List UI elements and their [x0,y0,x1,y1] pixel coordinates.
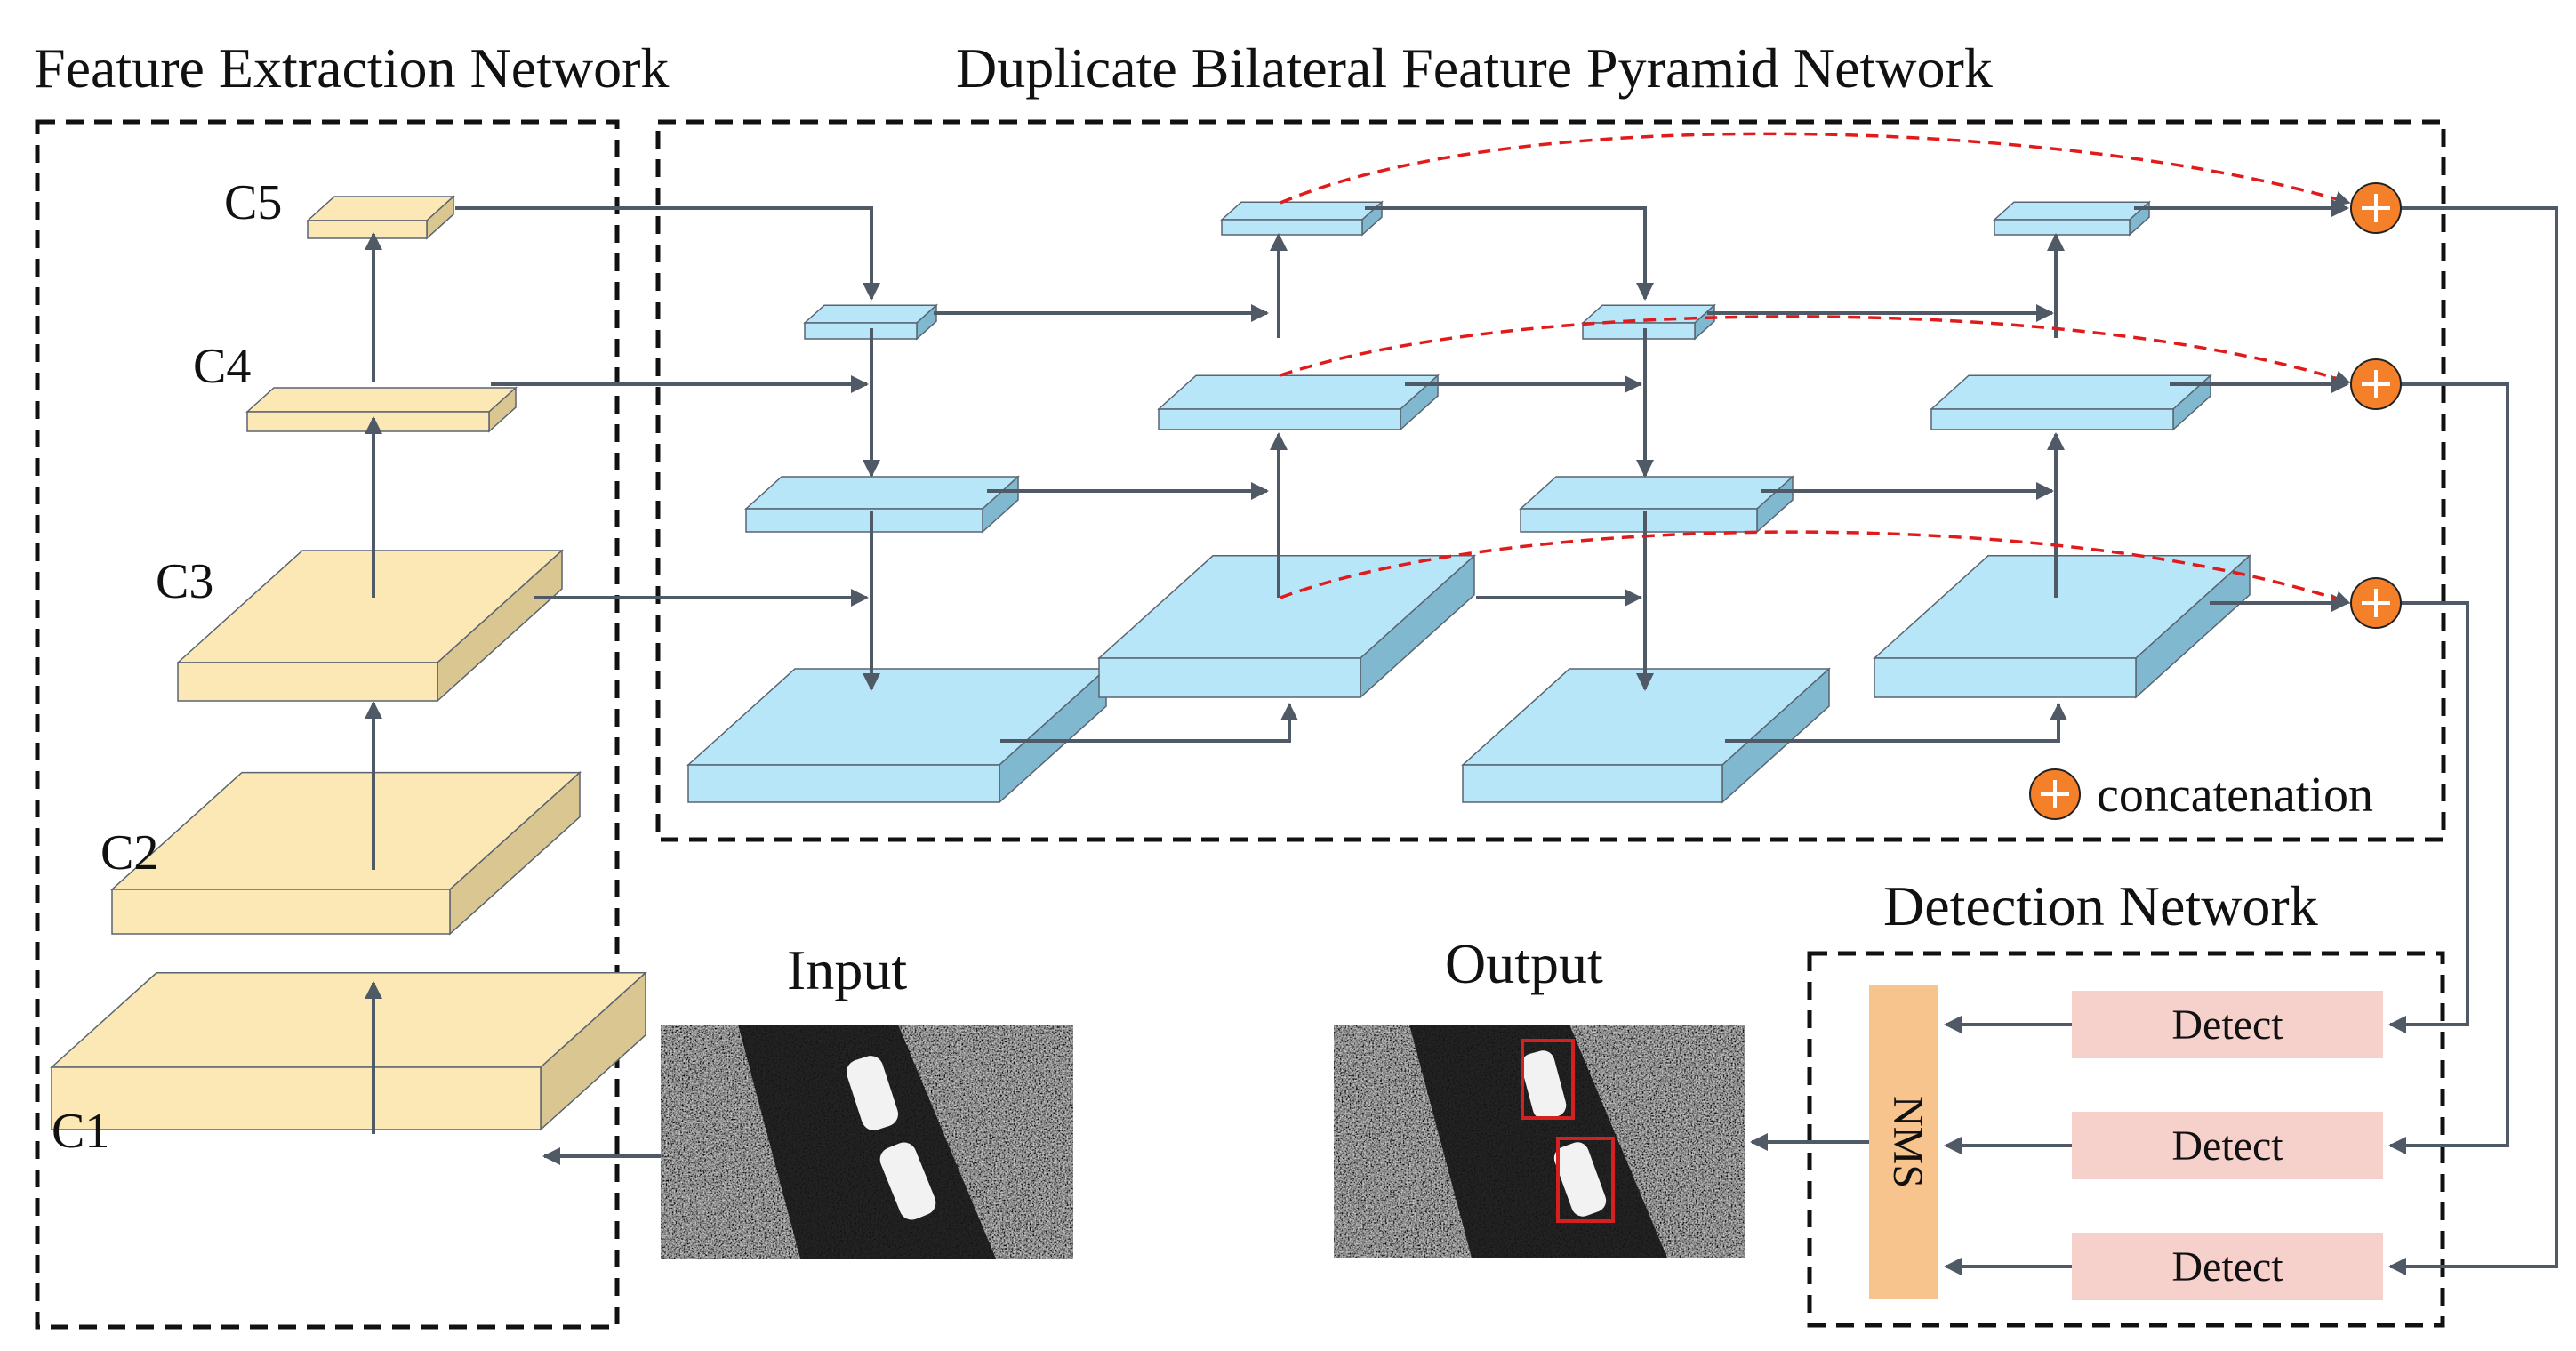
skip-connections [1280,132,2351,607]
pyramid-b3 [1097,554,1476,699]
input-label: Input [787,938,907,1001]
backbone-c3 [176,549,564,703]
legend-label: concatenation [2097,768,2373,823]
bifpn-title: Duplicate Bilateral Feature Pyramid Netw… [956,36,1993,100]
arrow-c5-a5 [455,206,880,301]
skip-b5-concat5 [1280,132,2351,206]
backbone-feature-maps [50,195,647,1131]
pyramid-a4 [744,475,1020,534]
pyramid-c4 [1519,475,1794,534]
detect-block-1 [2072,991,2383,1058]
arrow-concat5-detect3 [2388,206,2558,1275]
arrow-concat4-detect2 [2388,382,2509,1154]
pyramid-feature-maps [686,200,2251,804]
detect-block-3 [2072,1233,2383,1300]
label-c4: C4 [193,339,251,394]
backbone-c1 [50,971,647,1131]
pyramid-b4 [1157,374,1440,431]
pyramid-d5 [1993,200,2151,237]
output-sar-image [1334,1025,1745,1258]
output-label: Output [1445,932,1603,995]
detection-box [1521,1039,1575,1120]
pyramid-c5 [1581,303,1716,341]
concat-node-middle [2350,358,2402,410]
pyramid-d4 [1930,374,2212,431]
detect-block-2 [2072,1112,2383,1179]
backbone-c2 [110,770,582,936]
detection-network-frame [1807,951,2445,1328]
pyramid-a5 [803,303,938,341]
detection-network-title: Detection Network [1883,874,2318,937]
label-c5: C5 [224,175,282,230]
pyramid-d3 [1873,554,2251,699]
backbone-c5 [306,195,455,240]
skip-b3-concat3 [1280,530,2351,607]
nms-label: NMS [1884,1096,1931,1188]
bifpn-frame [655,119,2446,842]
concatenation-nodes [2350,182,2402,629]
skip-b4-concat4 [1280,315,2351,386]
concat-node-top [2350,182,2402,234]
arrow-concat3-detect1 [2388,601,2469,1033]
arrow-a3-b3 [1000,703,1298,743]
legend: concatenation [2029,768,2373,823]
concat-node-bottom [2350,577,2402,629]
detect-label-1: Detect [2171,1001,2283,1049]
connection-arrows [365,199,2558,1275]
backbone-c4 [245,386,518,433]
detection-box [1556,1137,1615,1223]
arrow-c3-d3 [1725,703,2067,743]
pyramid-b5 [1220,200,1384,237]
label-c2: C2 [100,825,158,881]
input-sar-image [661,1025,1073,1259]
label-c1: C1 [52,1104,109,1159]
detect-label-2: Detect [2171,1122,2283,1170]
nms-block [1869,985,1938,1299]
detect-label-3: Detect [2171,1243,2283,1291]
feature-extraction-title: Feature Extraction Network [34,36,669,100]
pyramid-a3 [686,667,1108,804]
arrow-b5-c5 [1365,206,1654,301]
label-c3: C3 [156,554,213,609]
feature-extraction-frame [35,119,620,1330]
